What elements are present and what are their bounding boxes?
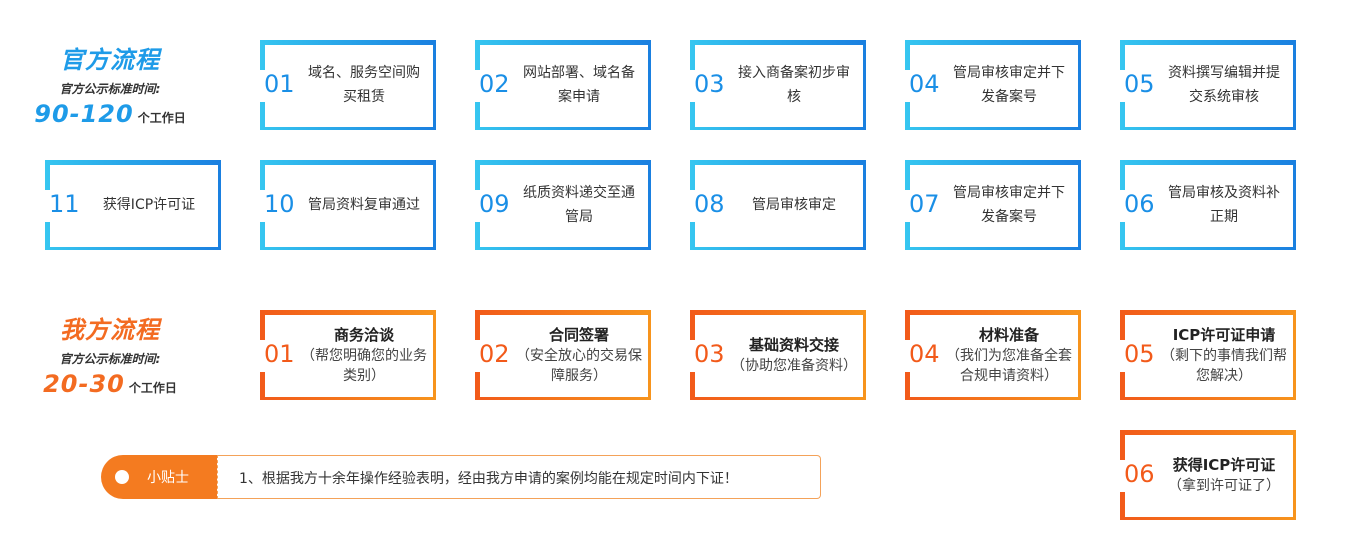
our-step-box: 05 ICP许可证申请 （剩下的事情我们帮您解决）: [1120, 310, 1296, 400]
step-content: 获得ICP许可证 （拿到许可证了）: [1158, 430, 1290, 520]
step-number: 06: [1124, 460, 1155, 488]
tip-tag: 小贴士: [101, 455, 217, 499]
step-number: 11: [49, 190, 80, 218]
step-number: 10: [264, 190, 295, 218]
our-standard-time-label: 官方公示标准时间:: [59, 352, 161, 366]
our-days-value: 20-30: [43, 370, 125, 398]
step-number: 01: [264, 70, 295, 98]
official-step-box: 10 管局资料复审通过: [260, 160, 436, 250]
step-title: 合同签署: [548, 326, 609, 344]
step-number: 06: [1124, 190, 1155, 218]
step-text: 资料撰写编辑并提交系统审核: [1168, 65, 1280, 105]
step-content: 合同签署 （安全放心的交易保障服务）: [513, 310, 645, 400]
step-desc: （协助您准备资料）: [731, 358, 857, 374]
our-process-title: 我方流程: [60, 316, 160, 344]
official-days-value: 90-120: [34, 100, 134, 128]
official-step-box: 05 资料撰写编辑并提交系统审核: [1120, 40, 1296, 130]
tip-dot-icon: [115, 470, 129, 484]
official-days-unit: 个工作日: [137, 111, 186, 125]
official-step-box: 03 接入商备案初步审核: [690, 40, 866, 130]
step-desc: （我们为您准备全套合规申请资料）: [946, 348, 1072, 384]
official-step-box: 02 网站部署、域名备案申请: [475, 40, 651, 130]
official-process-title: 官方流程: [60, 46, 160, 74]
step-content: 材料准备 （我们为您准备全套合规申请资料）: [943, 310, 1075, 400]
tip-separator: [217, 455, 218, 499]
official-step-box: 09 纸质资料递交至通管局: [475, 160, 651, 250]
step-title: ICP许可证申请: [1172, 326, 1276, 344]
step-number: 02: [479, 70, 510, 98]
tip-bar: 小贴士 1、根据我方十余年操作经验表明，经由我方申请的案例均能在规定时间内下证！: [101, 455, 821, 499]
step-content: ICP许可证申请 （剩下的事情我们帮您解决）: [1158, 310, 1290, 400]
tip-text: 1、根据我方十余年操作经验表明，经由我方申请的案例均能在规定时间内下证！: [239, 471, 738, 487]
step-number: 02: [479, 340, 510, 368]
tip-label: 小贴士: [147, 470, 189, 486]
official-step-box: 08 管局审核审定: [690, 160, 866, 250]
step-title: 基础资料交接: [748, 336, 839, 354]
our-days-unit: 个工作日: [128, 381, 177, 395]
step-text: 获得ICP许可证: [102, 197, 196, 213]
step-text: 网站部署、域名备案申请: [523, 65, 635, 105]
step-number: 08: [694, 190, 725, 218]
step-number: 09: [479, 190, 510, 218]
step-number: 07: [909, 190, 940, 218]
our-step-box: 03 基础资料交接 （协助您准备资料）: [690, 310, 866, 400]
official-standard-time-label: 官方公示标准时间:: [59, 82, 161, 96]
step-number: 04: [909, 70, 940, 98]
step-content: 基础资料交接 （协助您准备资料）: [728, 310, 860, 400]
step-title: 获得ICP许可证: [1172, 456, 1276, 474]
our-step-box: 06 获得ICP许可证 （拿到许可证了）: [1120, 430, 1296, 520]
official-step-box: 07 管局审核审定并下发备案号: [905, 160, 1081, 250]
step-content: 商务洽谈 （帮您明确您的业务类别）: [298, 310, 430, 400]
step-number: 04: [909, 340, 940, 368]
step-number: 03: [694, 70, 725, 98]
step-desc: （帮您明确您的业务类别）: [301, 348, 427, 384]
step-text: 接入商备案初步审核: [738, 65, 850, 105]
tip-body: 1、根据我方十余年操作经验表明，经由我方申请的案例均能在规定时间内下证！: [217, 455, 821, 499]
step-desc: （拿到许可证了）: [1168, 478, 1280, 494]
our-step-box: 04 材料准备 （我们为您准备全套合规申请资料）: [905, 310, 1081, 400]
step-text: 管局审核审定并下发备案号: [953, 185, 1065, 225]
step-text: 管局审核审定: [752, 197, 836, 213]
step-text: 域名、服务空间购买租赁: [308, 65, 420, 105]
step-desc: （安全放心的交易保障服务）: [516, 348, 642, 384]
step-number: 01: [264, 340, 295, 368]
step-text: 管局审核审定并下发备案号: [953, 65, 1065, 105]
step-desc: （剩下的事情我们帮您解决）: [1161, 348, 1287, 384]
official-step-box: 11 获得ICP许可证: [45, 160, 221, 250]
step-text: 管局审核及资料补正期: [1168, 185, 1280, 225]
step-number: 05: [1124, 70, 1155, 98]
our-step-box: 01 商务洽谈 （帮您明确您的业务类别）: [260, 310, 436, 400]
official-step-box: 01 域名、服务空间购买租赁: [260, 40, 436, 130]
step-title: 材料准备: [978, 326, 1039, 344]
official-step-box: 04 管局审核审定并下发备案号: [905, 40, 1081, 130]
step-number: 03: [694, 340, 725, 368]
step-text: 纸质资料递交至通管局: [523, 185, 635, 225]
step-title: 商务洽谈: [333, 326, 394, 344]
step-text: 管局资料复审通过: [308, 197, 420, 213]
our-step-box: 02 合同签署 （安全放心的交易保障服务）: [475, 310, 651, 400]
official-step-box: 06 管局审核及资料补正期: [1120, 160, 1296, 250]
step-number: 05: [1124, 340, 1155, 368]
